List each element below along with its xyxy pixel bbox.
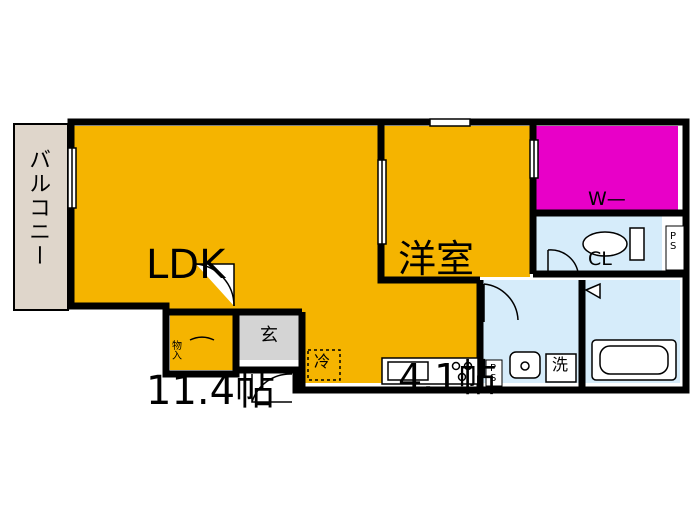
western-room-size: 4.1帖 xyxy=(398,356,497,401)
fridge-space xyxy=(307,349,341,381)
ldk-size: 11.4帖 xyxy=(146,368,276,414)
ldk-area xyxy=(74,126,478,383)
western-room-name: 洋室 xyxy=(398,236,475,281)
windows xyxy=(67,118,539,245)
ps-top-label: PS xyxy=(670,231,677,252)
entrance-label: 玄 xyxy=(260,325,278,346)
balcony-label: バルコニー xyxy=(25,148,51,268)
closet-line2: CL xyxy=(588,247,612,270)
western-room-label: 洋室 4.1帖 xyxy=(398,160,496,439)
kitchen-counter xyxy=(381,357,479,385)
doors xyxy=(189,249,601,403)
ps-top-box xyxy=(665,225,685,271)
ps-bottom-label: PS xyxy=(490,363,497,384)
storage-area xyxy=(170,314,236,370)
entrance-area xyxy=(238,314,302,360)
bathtub xyxy=(591,339,677,381)
closet-label: W— CL xyxy=(588,150,626,290)
closet-area xyxy=(536,126,678,210)
storage-label: 物入 xyxy=(172,341,182,362)
fridge-label: 冷 xyxy=(314,352,331,371)
washer-label: 洗 xyxy=(552,355,569,374)
ldk-label: LDK 11.4帖 xyxy=(146,160,275,454)
western-room-area xyxy=(384,126,530,277)
washer-space xyxy=(545,353,577,383)
ldk-name: LDK xyxy=(146,242,226,288)
wash-basin xyxy=(509,351,541,379)
closet-line1: W— xyxy=(588,187,626,210)
ps-bottom-box xyxy=(485,359,503,387)
balcony-area xyxy=(13,123,69,311)
toilet-fixture xyxy=(582,227,645,261)
